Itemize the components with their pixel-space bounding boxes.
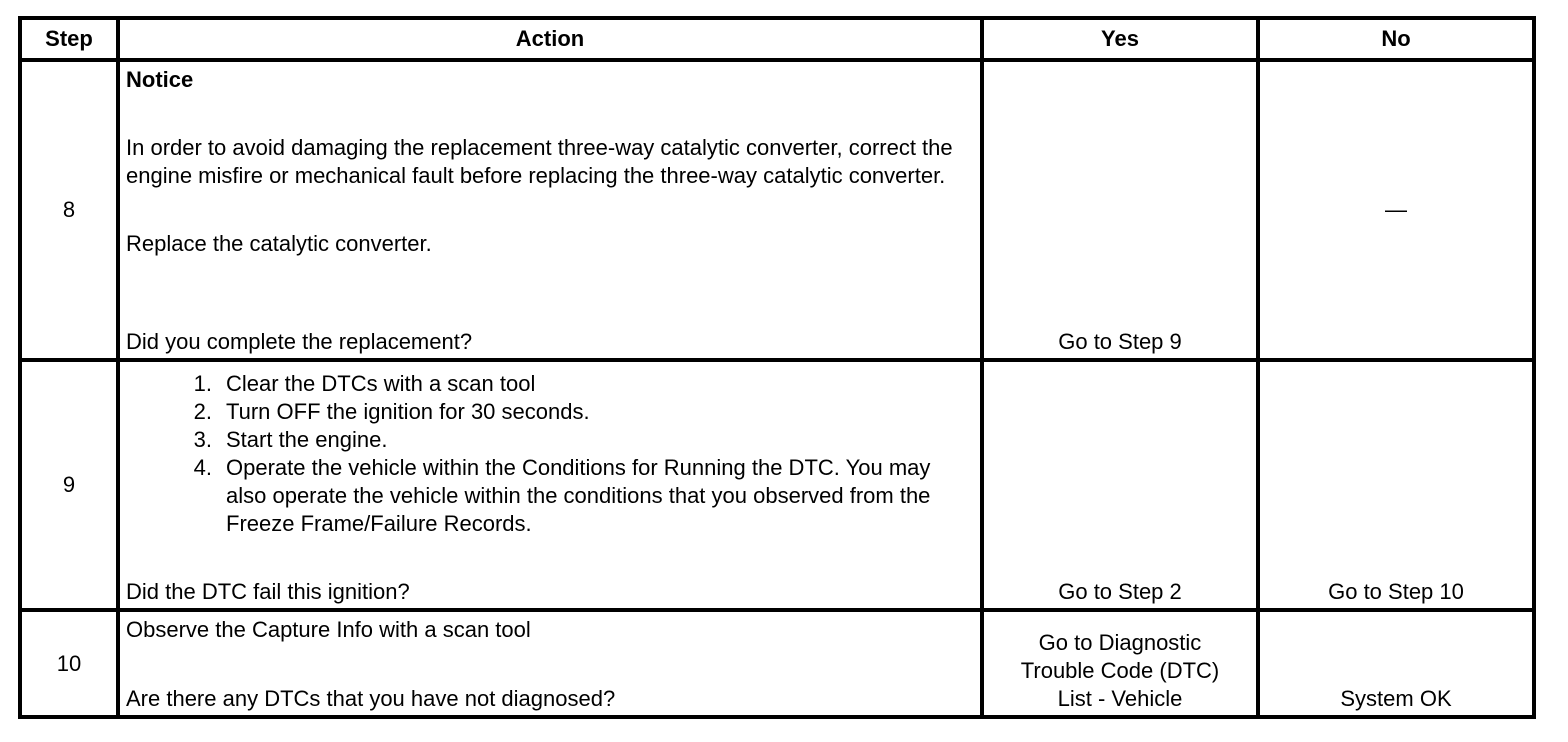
no-result: System OK bbox=[1340, 686, 1452, 711]
yes-cell: Go to Step 9 bbox=[980, 58, 1260, 362]
header-no: No bbox=[1256, 16, 1536, 62]
no-result: Go to Step 10 bbox=[1328, 579, 1464, 604]
question-text: Are there any DTCs that you have not dia… bbox=[126, 686, 616, 711]
list-item: 3.Start the engine. bbox=[193, 427, 388, 452]
yes-cell: Go to Diagnostic Trouble Code (DTC) List… bbox=[980, 608, 1260, 719]
step-list: 1.Clear the DTCs with a scan tool 2.Turn… bbox=[126, 370, 974, 538]
step-number: 9 bbox=[18, 358, 120, 612]
header-yes: Yes bbox=[980, 16, 1260, 62]
action-cell: 1.Clear the DTCs with a scan tool 2.Turn… bbox=[116, 358, 984, 612]
notice-text: In order to avoid damaging the replaceme… bbox=[126, 135, 953, 188]
no-cell: System OK bbox=[1256, 608, 1536, 719]
list-item: 4.Operate the vehicle within the Conditi… bbox=[193, 455, 931, 536]
question-text: Did the DTC fail this ignition? bbox=[126, 579, 410, 604]
list-item: 1.Clear the DTCs with a scan tool bbox=[193, 371, 536, 396]
step-number: 10 bbox=[18, 608, 120, 719]
table-row-step-8: 8 Notice In order to avoid damaging the … bbox=[18, 58, 1536, 362]
no-result: — bbox=[1385, 197, 1407, 222]
no-cell: Go to Step 10 bbox=[1256, 358, 1536, 612]
table-row-step-9: 9 1.Clear the DTCs with a scan tool 2.Tu… bbox=[18, 358, 1536, 612]
yes-cell: Go to Step 2 bbox=[980, 358, 1260, 612]
header-step: Step bbox=[18, 16, 120, 62]
diagnostic-table: Step Action Yes No 8 Notice In order to … bbox=[18, 16, 1536, 719]
action-cell: Notice In order to avoid damaging the re… bbox=[116, 58, 984, 362]
action-cell: Observe the Capture Info with a scan too… bbox=[116, 608, 984, 719]
list-item: 2.Turn OFF the ignition for 30 seconds. bbox=[193, 399, 590, 424]
instruction-text: Replace the catalytic converter. bbox=[126, 231, 432, 256]
yes-result: Go to Step 2 bbox=[1058, 579, 1182, 604]
notice-title: Notice bbox=[126, 67, 194, 92]
header-row: Step Action Yes No bbox=[18, 16, 1536, 62]
no-cell: — bbox=[1256, 58, 1536, 362]
step-number: 8 bbox=[18, 58, 120, 362]
instruction-text: Observe the Capture Info with a scan too… bbox=[126, 617, 531, 642]
table-row-step-10: 10 Observe the Capture Info with a scan … bbox=[18, 608, 1536, 719]
header-action: Action bbox=[116, 16, 984, 62]
question-text: Did you complete the replacement? bbox=[126, 329, 473, 354]
yes-result: Go to Step 9 bbox=[1058, 329, 1182, 354]
yes-result: Go to Diagnostic Trouble Code (DTC) List… bbox=[1020, 630, 1220, 711]
